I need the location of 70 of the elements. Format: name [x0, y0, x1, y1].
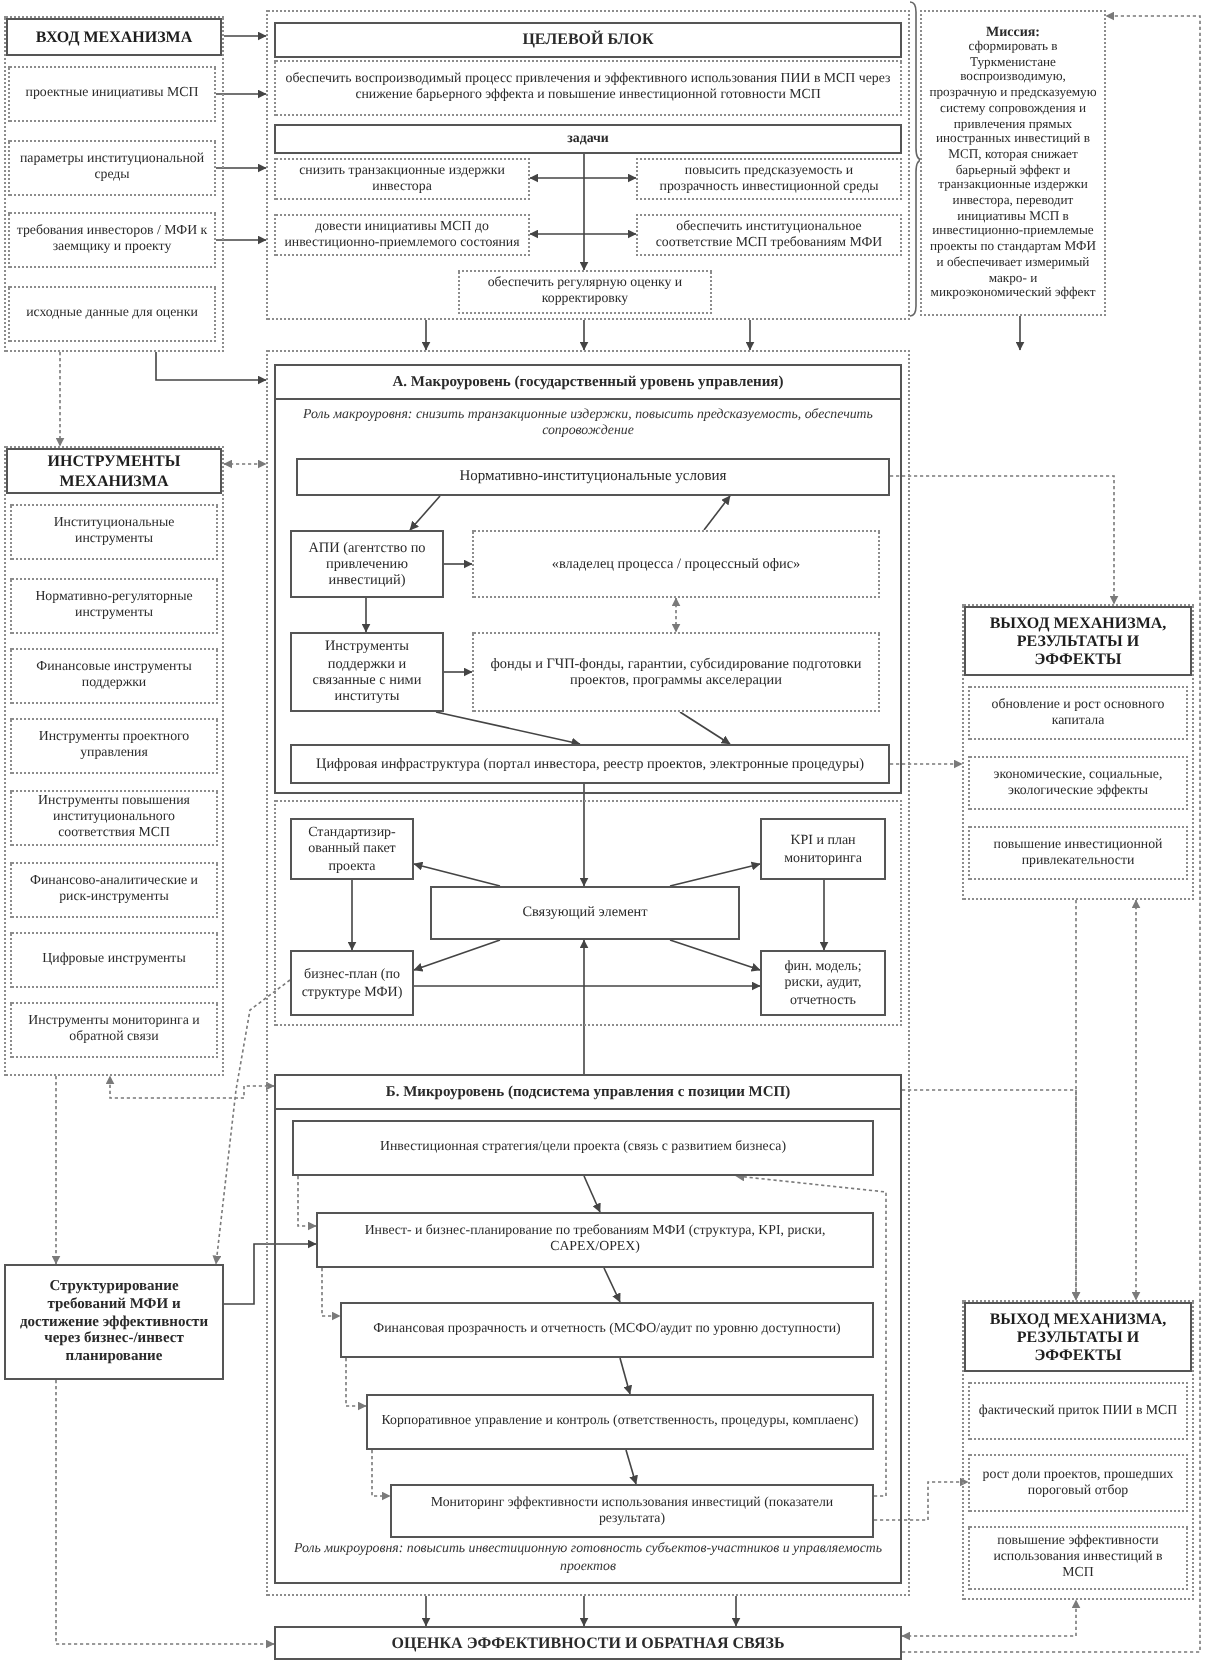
double-arrow	[529, 173, 637, 183]
panel	[274, 1074, 902, 1584]
arrow	[579, 939, 589, 1075]
arrow	[669, 861, 761, 887]
panel	[962, 604, 1194, 900]
arrow	[155, 351, 267, 385]
arrow	[347, 879, 357, 951]
arrow	[371, 1449, 391, 1501]
arrow	[619, 1357, 633, 1395]
arrow	[889, 759, 963, 769]
mission-box	[920, 10, 1106, 316]
arrow	[735, 1172, 887, 1497]
arrow	[212, 979, 291, 1265]
arrow	[901, 11, 1201, 1653]
panel	[4, 16, 224, 352]
double-arrow	[529, 229, 637, 239]
arrow	[1015, 315, 1025, 351]
arrow	[55, 351, 65, 447]
dashed-frame	[274, 800, 902, 1026]
double-arrow	[105, 1075, 275, 1099]
arrow	[223, 1239, 317, 1305]
arrow	[421, 1595, 431, 1627]
arrow	[819, 879, 829, 951]
double-arrow	[901, 1599, 1081, 1641]
arrow	[321, 1267, 341, 1321]
arrow	[297, 1175, 317, 1231]
arrow	[873, 1477, 969, 1521]
arrow	[361, 597, 371, 633]
arrow	[421, 319, 431, 351]
arrow	[583, 1175, 601, 1213]
panel-header: ВЫХОД МЕХАНИЗМА, РЕЗУЛЬТАТЫ И ЭФФЕКТЫ	[964, 1302, 1192, 1372]
double-arrow	[223, 459, 267, 469]
arrow	[731, 1595, 741, 1627]
arrow	[625, 1449, 638, 1485]
arrow	[703, 495, 731, 531]
panel-header: ВХОД МЕХАНИЗМА	[6, 18, 222, 56]
arrow	[215, 163, 267, 173]
panel	[266, 10, 910, 320]
arrow	[579, 153, 589, 271]
dashed-frame	[266, 350, 910, 1596]
arrow	[443, 559, 473, 569]
arrow	[603, 1267, 621, 1303]
arrow	[223, 31, 267, 41]
arrow	[413, 861, 501, 887]
arrow	[745, 319, 755, 351]
panel	[962, 1300, 1194, 1600]
arrow	[409, 495, 441, 531]
arrow	[435, 711, 581, 747]
panel	[4, 446, 224, 1076]
arrow	[901, 1089, 1081, 1301]
arrow	[413, 981, 761, 991]
arrow	[345, 1357, 367, 1411]
arrow	[443, 667, 473, 677]
panel-header: ВЫХОД МЕХАНИЗМА, РЕЗУЛЬТАТЫ И ЭФФЕКТЫ	[964, 606, 1192, 676]
arrow	[413, 939, 501, 972]
arrow	[215, 89, 267, 99]
double-arrow	[671, 597, 681, 633]
process-box: ОЦЕНКА ЭФФЕКТИВНОСТИ И ОБРАТНАЯ СВЯЗЬ	[274, 1626, 902, 1660]
arrow	[579, 319, 589, 351]
arrow	[55, 1379, 275, 1649]
arrow	[579, 783, 589, 887]
panel-header: ИНСТРУМЕНТЫ МЕХАНИЗМА	[6, 448, 222, 494]
arrow	[51, 1075, 61, 1265]
process-box: ЦЕЛЕВОЙ БЛОК	[274, 22, 902, 58]
arrow	[579, 1595, 589, 1627]
arrow	[669, 939, 761, 972]
double-arrow	[1131, 899, 1141, 1301]
arrow	[889, 475, 1119, 605]
panel	[274, 364, 902, 794]
arrow	[215, 235, 267, 245]
